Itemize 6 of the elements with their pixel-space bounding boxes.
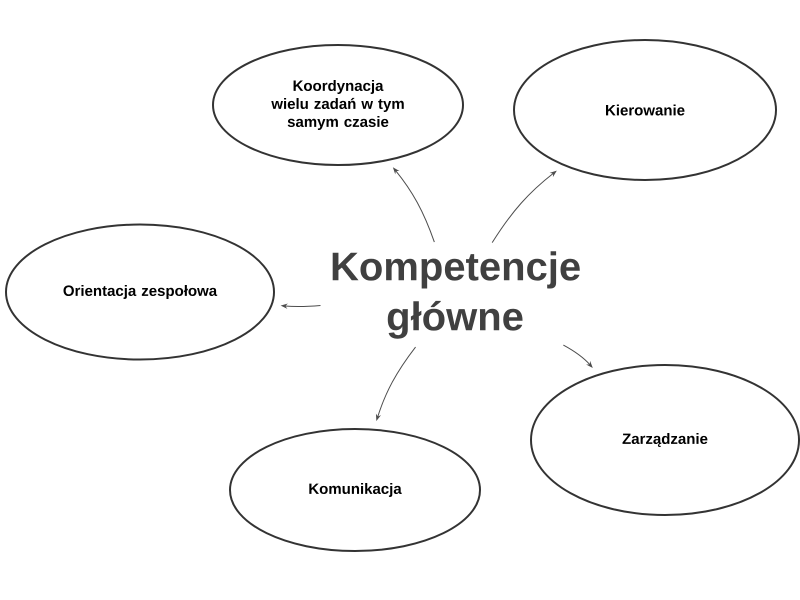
ellipse-node: Kierowanie xyxy=(513,39,777,181)
ellipse-node: Zarządzanie xyxy=(530,364,800,516)
title-text: Kompetencje główne xyxy=(332,251,580,339)
ellipse-node: Komunikacja xyxy=(229,428,481,552)
ellipse-node: Orientacja zespołowa xyxy=(5,224,275,360)
ellipse-node: Koordynacja wielu zadań w tym samym czasie xyxy=(212,44,464,166)
